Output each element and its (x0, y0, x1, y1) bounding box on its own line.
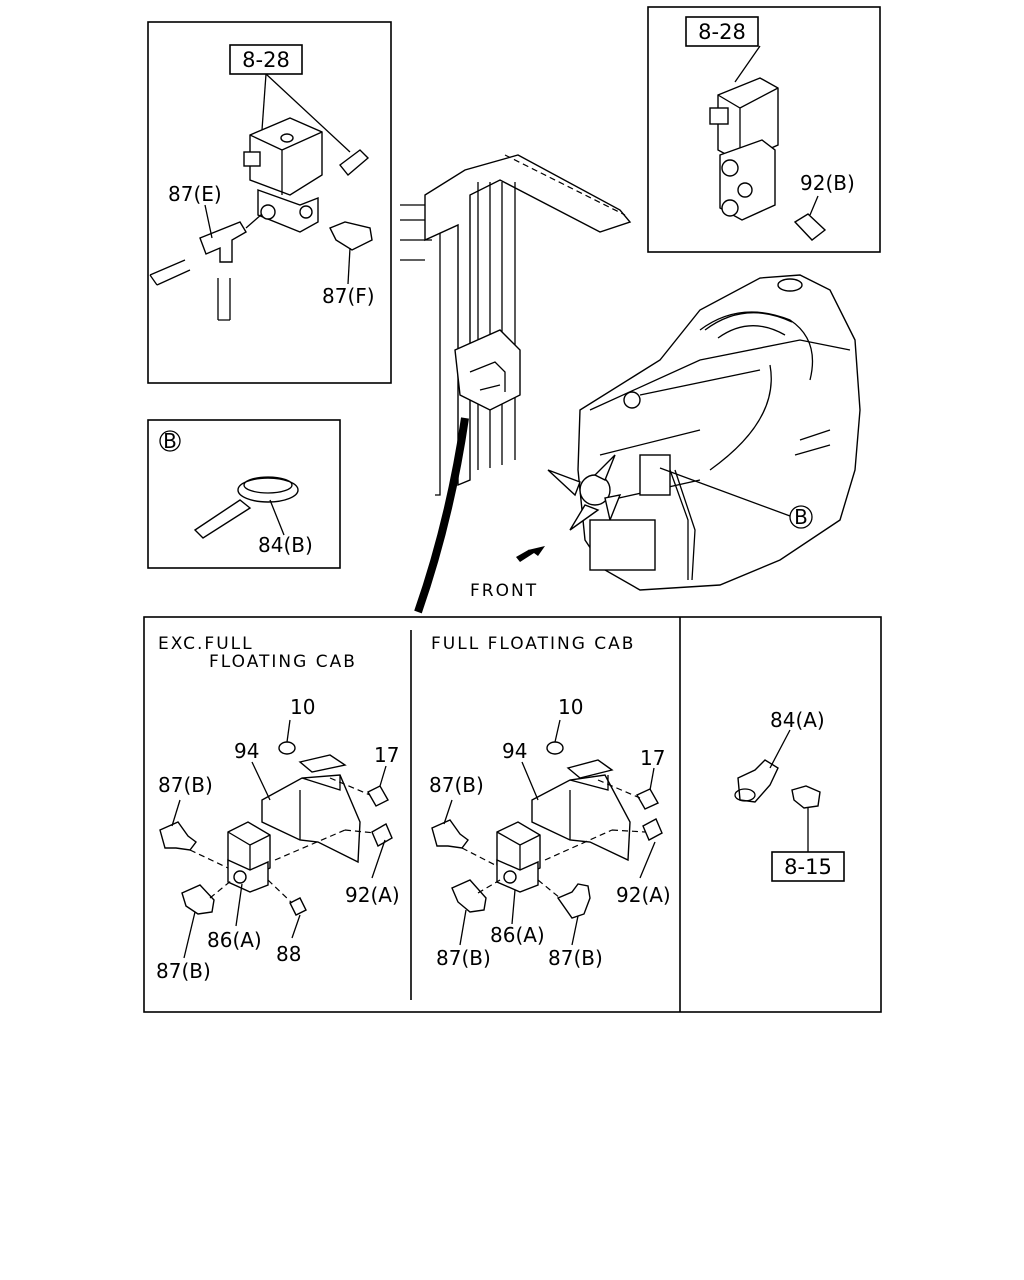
plug-left (339, 149, 370, 177)
bolt-92b (793, 213, 827, 241)
solenoid-valve-left (243, 117, 323, 233)
hose-down (217, 278, 231, 321)
ref-8-15: 8-15 (784, 855, 832, 879)
label-92b: 92(B) (800, 171, 855, 195)
clip-84a (737, 759, 779, 803)
elbow-87b-right-top (431, 819, 469, 849)
engine-view: B FRONT (400, 154, 861, 614)
frame-valve-assembly (454, 329, 521, 411)
main-air-hose (414, 417, 469, 614)
solenoid-valve-right (709, 77, 779, 221)
bracket-94-left (261, 774, 361, 864)
marker-b-inset (159, 430, 181, 452)
label-17-right: 17 (640, 746, 665, 770)
elbow-87b-right-bottom-left (451, 879, 487, 913)
engine-block (547, 274, 861, 591)
label-84b: 84(B) (258, 533, 313, 557)
front-arrow-icon (516, 546, 545, 562)
frame-rail (400, 204, 441, 496)
label-87b-right-bottom-right: 87(B) (548, 946, 603, 970)
elbow-87e (199, 213, 263, 263)
ref-8-28-left: 8-28 (242, 48, 290, 72)
clip-bolt (791, 785, 821, 809)
clamp-inset-frame (147, 419, 341, 569)
elbow-87b-left-bottom (181, 884, 215, 915)
marker-b-engine (789, 505, 813, 529)
plug-88-left (289, 897, 307, 916)
elbow-87b-left-top (159, 821, 197, 851)
panel-exc-title-2: FLOATING CAB (209, 652, 357, 672)
nut-10-right (546, 741, 564, 755)
panel-full-title: FULL FLOATING CAB (431, 634, 635, 654)
label-87b-right-top: 87(B) (429, 773, 484, 797)
ref-box-8-28-right[interactable] (685, 16, 759, 47)
label-87b-right-bottom-left: 87(B) (436, 946, 491, 970)
top-left-inset: 8-28 87(E) 87(F) (147, 21, 392, 384)
label-87b-left-top: 87(B) (158, 773, 213, 797)
clamp-inset: B 84(B) (147, 419, 341, 569)
panel-clip: 8-15 84(A) (734, 708, 845, 882)
panel-full-floating: FULL FLOATING CAB 10 94 17 87(B) 92(A) 8… (429, 634, 671, 970)
nut-10-left (278, 741, 296, 755)
top-left-inset-frame (147, 21, 392, 384)
hose-left (149, 259, 191, 286)
marker-b-engine-text: B (794, 505, 808, 529)
label-87b-left-bottom: 87(B) (156, 959, 211, 983)
label-88-left: 88 (276, 942, 301, 966)
marker-b-inset-text: B (163, 429, 177, 453)
bolt-92a-left (371, 823, 393, 847)
label-86a-right: 86(A) (490, 923, 545, 947)
elbow-87f (329, 221, 373, 251)
label-10-left: 10 (290, 695, 315, 719)
label-10-right: 10 (558, 695, 583, 719)
bottom-panel-frame (143, 616, 882, 1013)
bolt-17-left (367, 785, 389, 807)
elbow-87b-right-bottom-right (556, 883, 591, 919)
label-84a: 84(A) (770, 708, 825, 732)
valve-86a-right (496, 821, 541, 893)
panel-exc-full-floating: EXC.FULL FLOATING CAB 10 (156, 634, 400, 983)
ref-8-28-right: 8-28 (698, 20, 746, 44)
label-92a-right: 92(A) (616, 883, 671, 907)
leader-b-engine (659, 467, 791, 517)
bolt-17-right (636, 788, 659, 810)
top-right-inset-frame (647, 6, 881, 253)
valve-86a-left (227, 821, 271, 893)
ref-box-8-15[interactable] (771, 851, 845, 882)
bracket-94-right (531, 774, 631, 862)
label-87e: 87(E) (168, 182, 222, 206)
panel-exc-title-1: EXC.FULL (158, 634, 254, 654)
front-label: FRONT (470, 581, 538, 601)
label-17-left: 17 (374, 743, 399, 767)
bolt-92a-right (642, 818, 663, 841)
label-87f: 87(F) (322, 284, 375, 308)
cable-tie (193, 476, 299, 539)
label-92a-left: 92(A) (345, 883, 400, 907)
label-94-left: 94 (234, 739, 259, 763)
top-right-inset: 8-28 92(B) (647, 6, 881, 253)
label-86a-left: 86(A) (207, 928, 262, 952)
label-94-right: 94 (502, 739, 527, 763)
